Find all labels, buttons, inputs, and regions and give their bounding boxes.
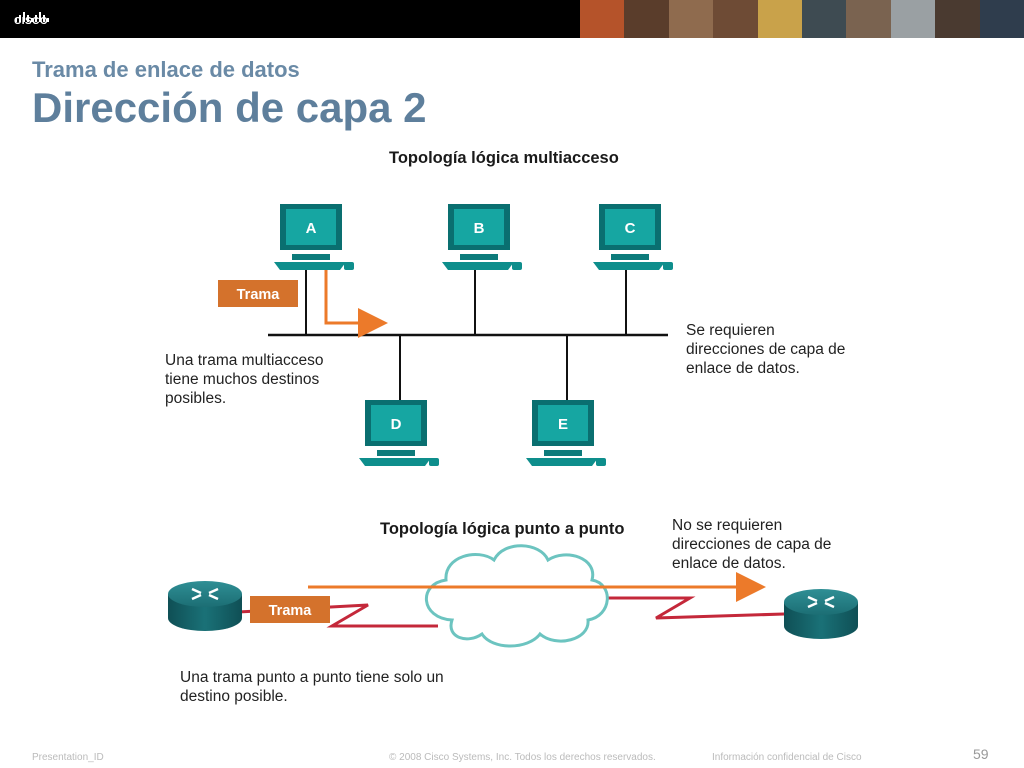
point-to-point-right-note-line: No se requieren [672,517,783,534]
multiaccess-right-note-line: enlace de datos. [686,360,800,377]
point-to-point-bottom-note: Una trama punto a punto tiene solo un de… [180,668,444,706]
multiaccess-left-note-line: tiene muchos destinos [165,371,320,388]
point-to-point-bottom-note-line: destino posible. [180,688,288,705]
wan-cloud-icon [425,544,609,648]
computer-b-icon: B [442,204,522,270]
cisco-logo-icon [15,12,49,22]
computer-a-label: A [306,220,317,237]
computer-c-label: C [625,220,636,237]
router-right-icon [784,589,858,639]
point-to-point-heading: Topología lógica punto a punto [380,520,625,538]
serial-link-right [592,596,785,620]
computer-e-label: E [558,416,568,433]
slide-subtitle: Trama de enlace de datos [32,57,300,82]
computer-e-icon: E [526,400,606,466]
frame-box-multiaccess: Trama [218,280,298,307]
computer-c-icon: C [593,204,673,270]
logo-text: CISCO [14,16,49,27]
point-to-point-right-note-line: direcciones de capa de [672,536,832,553]
footer-presentation-id: Presentation_ID [32,752,104,763]
computer-d-label: D [391,416,402,433]
footer-copyright: © 2008 Cisco Systems, Inc. Todos los der… [389,752,656,763]
multiaccess-left-note: Una trama multiacceso tiene muchos desti… [165,351,324,408]
frame-box-point-to-point: Trama [250,596,330,623]
multiaccess-left-note-line: posibles. [165,390,227,407]
header-bar: CISCO [0,0,1024,38]
router-left-icon [168,581,242,631]
multiaccess-left-note-line: Una trama multiacceso [165,352,324,369]
point-to-point-right-note-line: enlace de datos. [672,555,786,572]
multiaccess-right-note-line: Se requieren [686,322,775,339]
page-number: 59 [973,746,989,762]
point-to-point-bottom-note-line: Una trama punto a punto tiene solo un [180,669,444,686]
computer-d-icon: D [359,400,439,466]
multiaccess-right-note: Se requieren direcciones de capa de enla… [686,321,845,378]
frame-arrow-multiaccess [324,268,388,338]
frame-box-multiaccess-label: Trama [237,287,281,303]
multiaccess-right-note-line: direcciones de capa de [686,341,846,358]
slide-title: Dirección de capa 2 [32,84,427,131]
multiaccess-heading: Topología lógica multiacceso [389,149,619,167]
footer-confidential: Información confidencial de Cisco [712,752,862,763]
header-photo-strip [580,0,1024,38]
frame-box-point-to-point-label: Trama [269,603,313,619]
computer-b-label: B [474,220,485,237]
point-to-point-right-note: No se requieren direcciones de capa de e… [672,516,831,573]
computer-a-icon: A [274,204,354,270]
